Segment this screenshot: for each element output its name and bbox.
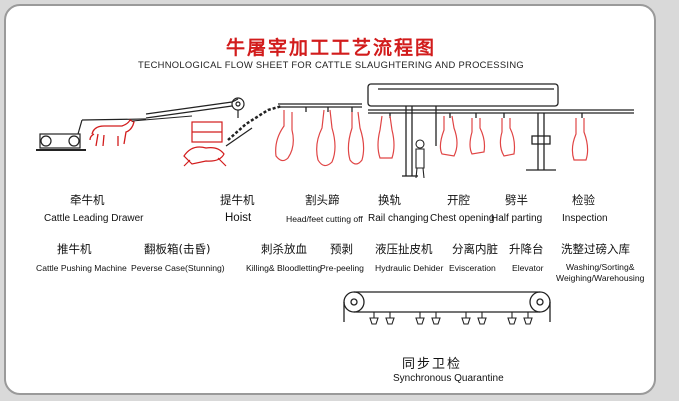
label-quarantine-zh: 同步卫检 <box>402 357 463 372</box>
label-evisc-zh: 分离内脏 <box>452 242 498 256</box>
process-illustration <box>36 83 634 325</box>
label-rail-zh: 换轨 <box>378 193 401 207</box>
hoist-conveyor <box>145 97 283 147</box>
label-elevator-zh: 升降台 <box>509 242 544 256</box>
label-cattle-leading-zh: 牵牛机 <box>70 193 105 207</box>
worker-figure <box>415 139 425 179</box>
label-dehider-en: Hydraulic Dehider <box>375 263 444 273</box>
label-wash-en-line2: Weighing/Warehousing <box>556 273 645 283</box>
label-kill-zh: 刺杀放血 <box>261 242 307 256</box>
label-head-cut-en: Head/feet cutting off <box>286 214 363 224</box>
guide-rope <box>131 115 193 122</box>
label-chest-zh: 开腔 <box>447 193 470 207</box>
label-chest-en: Chest opening <box>430 213 495 224</box>
processing-line-frame <box>367 83 634 177</box>
hanging-carcasses <box>275 109 589 167</box>
stunned-cow-icon <box>183 146 227 167</box>
label-kill-en: Killing& Bloodletting <box>246 263 322 273</box>
label-hoist-zh: 提牛机 <box>220 193 255 207</box>
label-head-cut-zh: 割头蹄 <box>305 193 340 207</box>
overhead-rail-left <box>278 103 362 112</box>
label-inspect-zh: 检验 <box>572 193 595 207</box>
label-wash-en-line1: Washing/Sorting& <box>566 262 635 272</box>
label-reverse-en: Peverse Case(Stunning) <box>131 263 225 273</box>
label-reverse-zh: 翻板箱(击昏) <box>144 242 211 256</box>
label-half-en: Half parting <box>491 213 543 224</box>
label-hoist-en: Hoist <box>225 212 252 224</box>
label-inspect-en: Inspection <box>562 213 608 224</box>
flow-sheet-panel: 牛屠宰加工工艺流程图 TECHNOLOGICAL FLOW SHEET FOR … <box>4 4 656 395</box>
page-title-english: TECHNOLOGICAL FLOW SHEET FOR CATTLE SLAU… <box>138 59 524 70</box>
label-quarantine-en: Synchronous Quarantine <box>393 373 504 384</box>
label-dehider-zh: 液压扯皮机 <box>375 242 433 256</box>
cattle-leading-drawer-machine <box>36 118 147 151</box>
label-pushing-en: Cattle Pushing Machine <box>36 263 127 273</box>
label-peel-en: Pre-peeling <box>320 263 364 273</box>
label-elevator-en: Elevator <box>512 263 544 273</box>
label-half-zh: 劈半 <box>505 193 528 207</box>
label-wash-zh: 洗整过磅入库 <box>561 242 630 256</box>
quarantine-conveyor <box>343 291 551 325</box>
label-peel-zh: 预剥 <box>330 242 353 256</box>
cow-icon <box>89 119 135 147</box>
label-pushing-zh: 推牛机 <box>57 242 92 256</box>
label-cattle-leading-en: Cattle Leading Drawer <box>44 213 144 224</box>
label-rail-en: Rail changing <box>368 213 429 224</box>
page-title-chinese: 牛屠宰加工工艺流程图 <box>225 37 436 59</box>
label-evisc-en: Evisceration <box>449 263 496 273</box>
